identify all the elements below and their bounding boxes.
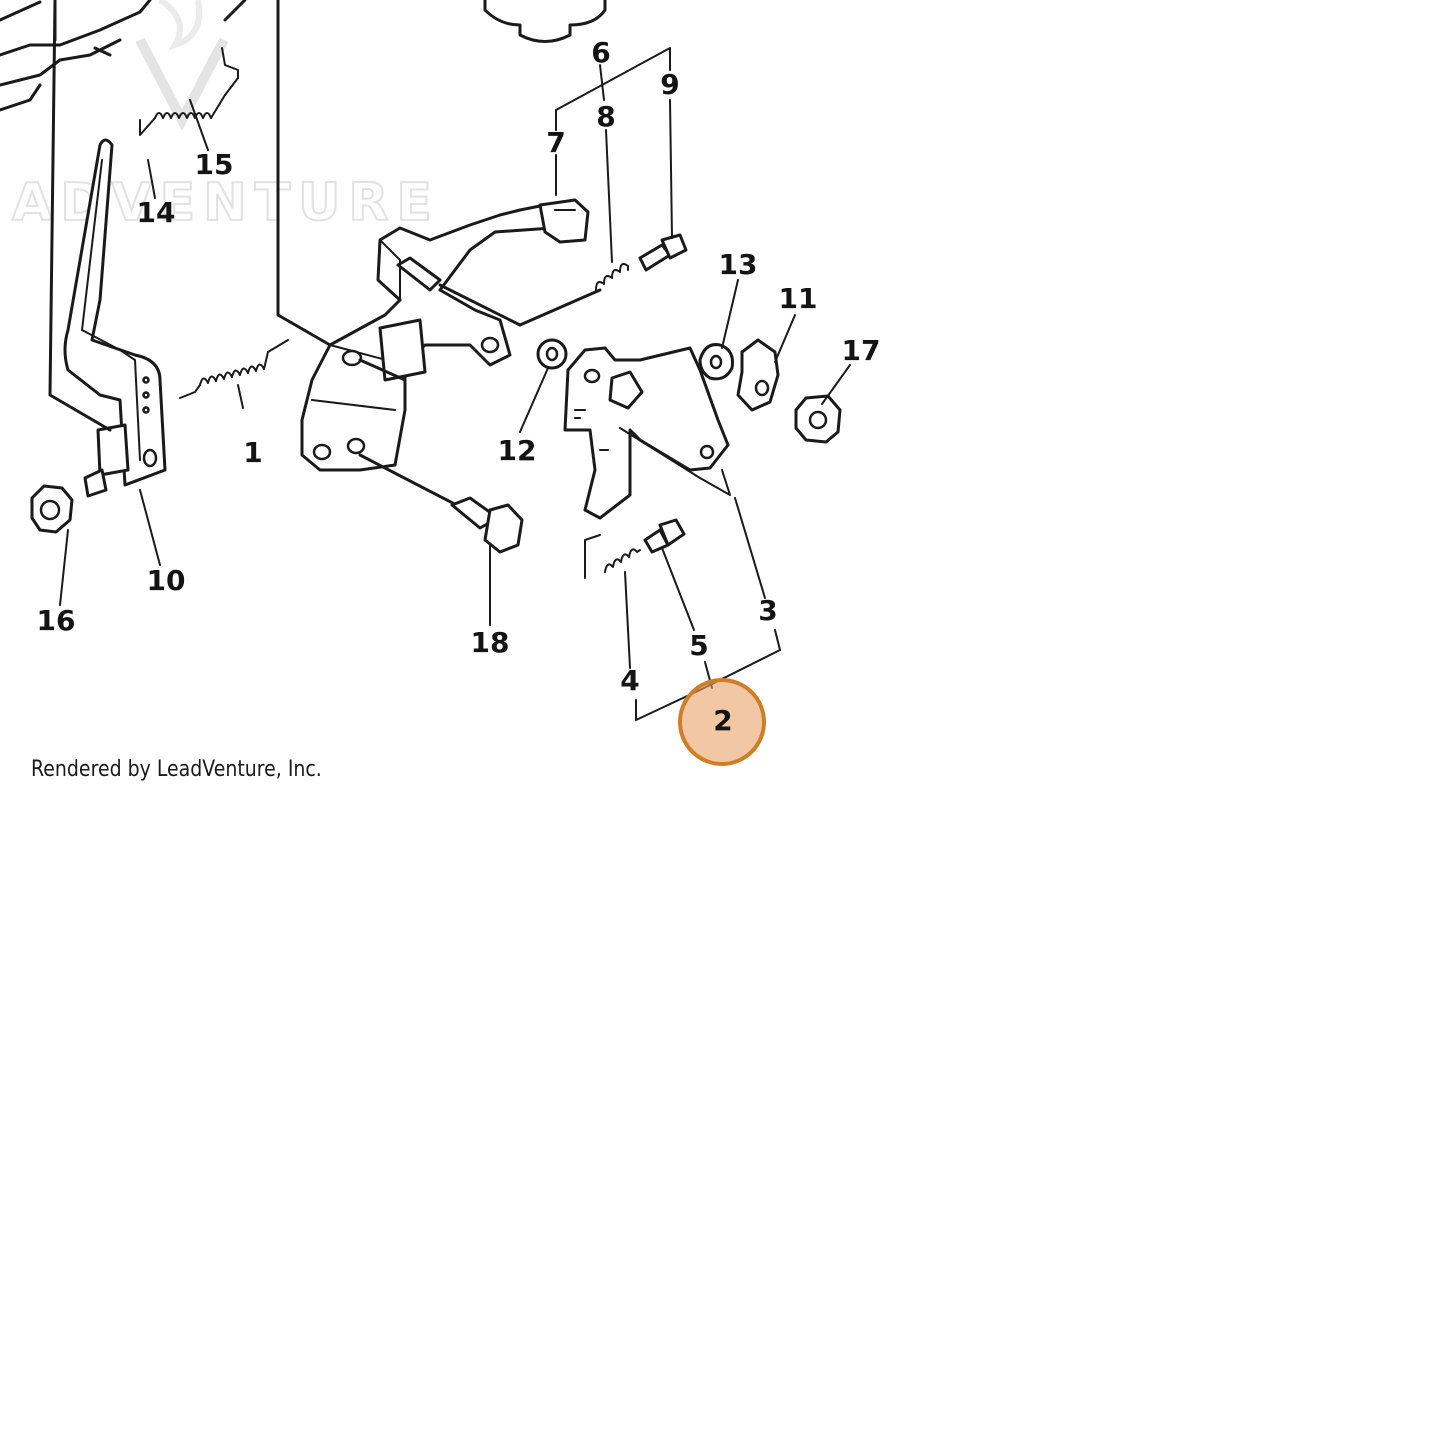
spring-1 — [179, 339, 289, 399]
callout-12[interactable]: 12 — [498, 434, 537, 467]
callout-highlight[interactable] — [678, 678, 766, 766]
callout-17[interactable]: 17 — [842, 334, 881, 367]
callout-1[interactable]: 1 — [243, 436, 262, 469]
callout-6[interactable]: 6 — [591, 36, 610, 69]
nut-16 — [30, 484, 74, 534]
screw-9 — [638, 233, 688, 272]
nut-17 — [794, 394, 842, 444]
callout-3[interactable]: 3 — [758, 594, 777, 627]
watermark-text: ADVENTURE — [12, 173, 440, 233]
callout-4[interactable]: 4 — [620, 664, 639, 697]
callouts: 1 2 3 4 5 6 7 8 9 10 11 12 13 14 15 16 1… — [37, 36, 881, 737]
washer-13 — [698, 343, 734, 381]
leader-lines — [59, 47, 851, 721]
callout-13[interactable]: 13 — [719, 248, 758, 281]
callout-2[interactable]: 2 — [713, 704, 732, 737]
control-lever-10 — [48, 0, 167, 498]
callout-14[interactable]: 14 — [137, 196, 176, 229]
render-credit: Rendered by LeadVenture, Inc. — [31, 757, 322, 782]
callout-9[interactable]: 9 — [660, 68, 679, 101]
callout-5[interactable]: 5 — [689, 629, 708, 662]
cam-11 — [736, 338, 780, 412]
watermark-logo-icon — [135, 0, 229, 131]
watermark: ADVENTURE — [11, 0, 440, 234]
frame-housing — [0, 0, 247, 112]
callout-16[interactable]: 16 — [37, 604, 76, 637]
main-bracket — [300, 198, 602, 514]
callout-18[interactable]: 18 — [471, 626, 510, 659]
callout-7[interactable]: 7 — [546, 126, 565, 159]
governor-arm — [563, 346, 731, 579]
washer-12 — [536, 338, 568, 370]
callout-11[interactable]: 11 — [779, 282, 818, 315]
guide-line — [276, 0, 332, 347]
spring-8 — [595, 263, 629, 291]
callout-15[interactable]: 15 — [195, 148, 234, 181]
spring-15 — [139, 47, 239, 136]
callout-10[interactable]: 10 — [147, 564, 186, 597]
bolt-18 — [450, 496, 524, 554]
callout-8[interactable]: 8 — [596, 100, 615, 133]
fuel-tank-base — [483, 0, 607, 43]
